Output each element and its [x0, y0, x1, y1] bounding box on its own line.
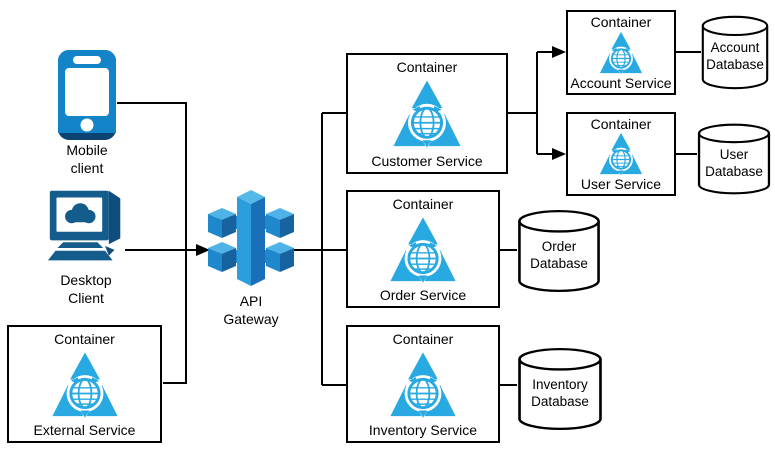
connector-clients-bus — [117, 102, 187, 384]
desktop-computer-cloud-icon — [47, 190, 121, 261]
mobile-client-node — [57, 49, 117, 141]
database-label: Inventory Database — [531, 376, 589, 409]
service-name-label: Inventory Service — [368, 421, 478, 438]
service-name-label: External Service — [33, 421, 136, 438]
database-cylinder-icon — [701, 15, 769, 90]
database-inventory: Inventory Database — [516, 346, 604, 432]
web-service-triangle-globe-icon — [387, 351, 459, 419]
web-service-triangle-globe-icon — [598, 132, 644, 176]
container-type-label: Container — [392, 331, 454, 347]
container-box-account-service: Container Account Service — [566, 10, 676, 95]
container-type-label: Container — [54, 331, 115, 347]
database-cylinder-icon — [697, 123, 771, 195]
container-box-user-service: Container User Service — [566, 112, 676, 196]
api-gateway-node — [206, 187, 296, 289]
container-type-label: Container — [590, 14, 652, 30]
smartphone-icon — [58, 50, 116, 140]
database-label: User Database — [705, 146, 763, 179]
database-label: Order Database — [530, 238, 588, 271]
api-gateway-3d-icon — [208, 190, 294, 286]
mobile-client-label: Mobile client — [66, 142, 108, 177]
service-name-label: Customer Service — [371, 152, 483, 169]
service-name-label: Account Service — [570, 74, 672, 91]
arrowhead-into-account-service-icon — [552, 46, 566, 58]
database-label: Account Database — [706, 40, 764, 72]
web-service-triangle-globe-icon — [49, 351, 121, 419]
database-cylinder-icon — [518, 209, 600, 293]
service-name-label: Order Service — [379, 286, 467, 303]
database-account: Account Database — [700, 14, 770, 91]
container-type-label: Container — [392, 196, 454, 212]
database-user: User Database — [696, 122, 772, 196]
web-service-triangle-globe-icon — [387, 216, 459, 284]
service-name-label: User Service — [580, 176, 662, 193]
api-gateway-label: API Gateway — [223, 293, 279, 328]
arrowhead-into-user-service-icon — [552, 148, 566, 160]
desktop-client-node — [46, 186, 126, 268]
database-order: Order Database — [516, 208, 602, 294]
container-box-inventory-service: Container Inventory Service — [346, 325, 500, 443]
web-service-triangle-globe-icon — [598, 31, 644, 75]
web-service-triangle-globe-icon — [390, 79, 464, 149]
container-type-label: Container — [396, 59, 458, 75]
container-type-label: Container — [590, 116, 652, 132]
container-box-customer-service: Container Customer Service — [346, 53, 508, 174]
container-box-external-service: Container External Service — [7, 325, 162, 443]
desktop-client-label: Desktop Client — [60, 272, 112, 307]
container-box-order-service: Container Order Service — [346, 190, 500, 308]
database-cylinder-icon — [518, 347, 602, 431]
arrowhead-into-gateway-icon — [196, 244, 210, 256]
